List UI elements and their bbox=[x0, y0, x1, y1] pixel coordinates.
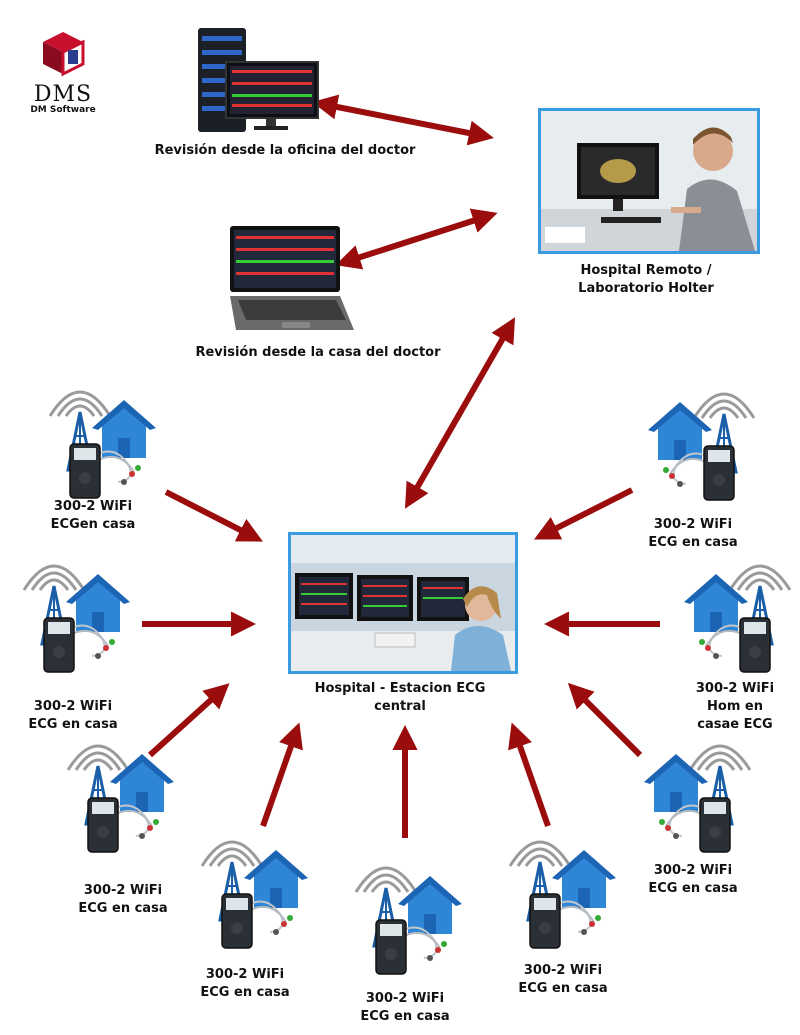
wifi-ecg-device-icon bbox=[196, 836, 316, 958]
central-station-label: Hospital - Estacion ECG central bbox=[314, 681, 486, 714]
wifi-ecg-device-label: 300-2 WiFi ECG en casa bbox=[360, 991, 450, 1024]
logo-brand: DMS bbox=[33, 82, 93, 107]
arrow-device-7 bbox=[534, 487, 634, 540]
arrow-office-remote bbox=[312, 94, 494, 146]
dms-logo: DMS DM Software bbox=[28, 28, 98, 115]
arrow-device-1 bbox=[164, 489, 263, 542]
wifi-ecg-device-icon bbox=[44, 386, 164, 508]
wifi-ecg-device-label: 300-2 WiFi ECG en casa bbox=[648, 863, 738, 896]
remote-hospital-photo bbox=[538, 108, 760, 254]
wifi-ecg-device-label: 300-2 WiFi Hom en casae ECG bbox=[695, 681, 775, 732]
dms-logo-mark bbox=[43, 32, 85, 77]
wifi-ecg-device-icon bbox=[640, 388, 760, 510]
server-workstation-icon bbox=[196, 26, 322, 136]
office-label: Revisión desde la oficina del doctor bbox=[154, 143, 416, 158]
doctor-at-monitor-photo bbox=[541, 111, 757, 251]
wifi-ecg-device-label: 300-2 WiFi ECG en casa bbox=[200, 967, 290, 1000]
wifi-ecg-device-icon bbox=[636, 740, 756, 862]
nurse-ecg-station-photo bbox=[291, 535, 515, 671]
wifi-ecg-device-label: 300-2 WiFi ECG en casa bbox=[78, 883, 168, 916]
wifi-ecg-device-icon bbox=[18, 560, 138, 682]
wifi-ecg-device-icon bbox=[62, 740, 182, 862]
logo-subtitle: DM Software bbox=[30, 105, 96, 115]
arrow-home-remote bbox=[335, 208, 498, 270]
arrow-device-9 bbox=[567, 682, 643, 758]
arrow-central-remote bbox=[404, 317, 516, 509]
laptop-icon bbox=[224, 222, 356, 334]
wifi-ecg-device-label: 300-2 WiFi ECG en casa bbox=[648, 517, 738, 550]
wifi-ecg-device-icon bbox=[350, 862, 470, 984]
wifi-ecg-device-label: 300-2 WiFi ECG en casa bbox=[28, 699, 118, 732]
wifi-ecg-device-icon bbox=[676, 560, 796, 682]
wifi-ecg-device-label: 300-2 WiFi ECG en casa bbox=[518, 963, 608, 996]
arrow-device-3 bbox=[147, 683, 230, 758]
home-doctor-label: Revisión desde la casa del doctor bbox=[195, 345, 441, 360]
wifi-ecg-device-icon bbox=[504, 836, 624, 958]
arrow-device-6 bbox=[508, 722, 551, 827]
wifi-ecg-device-label: 300-2 WiFi ECGen casa bbox=[50, 499, 136, 532]
remote-hospital-label: Hospital Remoto / Laboratorio Holter bbox=[578, 263, 714, 296]
central-station-photo bbox=[288, 532, 518, 674]
arrow-device-4 bbox=[260, 722, 303, 827]
